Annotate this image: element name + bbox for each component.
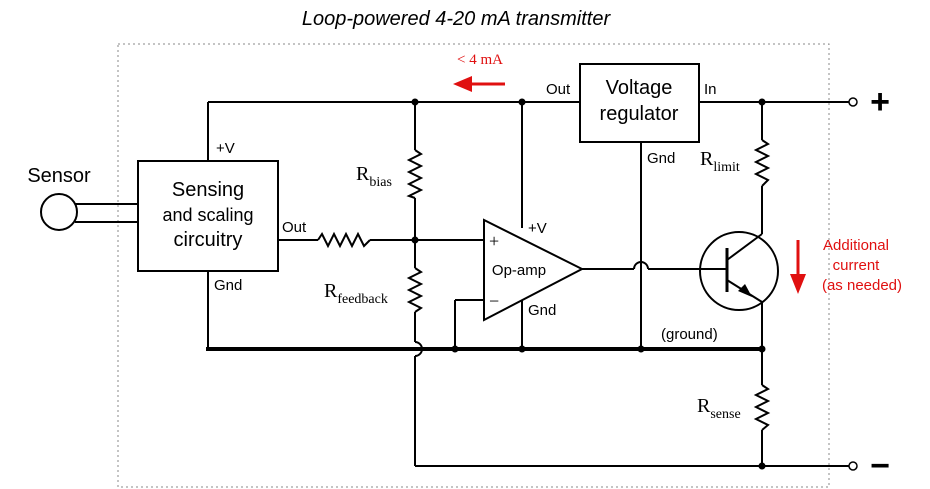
opamp-minus-label: −	[489, 291, 499, 311]
r-bias-label: Rbias	[356, 163, 392, 190]
terminal-plus-node	[848, 97, 858, 107]
small-current-label: < 4 mA	[457, 52, 503, 68]
opamp-gnd-label: Gnd	[528, 302, 556, 319]
opamp-plus-label: +	[489, 231, 499, 251]
input-resistor	[317, 231, 371, 249]
r-feedback-label: Rfeedback	[324, 280, 388, 307]
sensing-label-3: circuitry	[174, 229, 243, 251]
sensing-label-1: Sensing	[172, 179, 244, 201]
r-sense-resistor	[753, 384, 771, 431]
additional-current-label-3: (as needed)	[822, 277, 902, 294]
small-current-arrow	[453, 76, 505, 92]
r-limit-label: Rlimit	[700, 148, 740, 175]
op-amp	[483, 218, 585, 322]
sensor-symbol	[40, 193, 78, 231]
vreg-label-1: Voltage	[606, 77, 673, 99]
vreg-in-label: In	[704, 81, 717, 98]
terminal-minus-label: −	[870, 447, 890, 485]
sensing-label-2: and scaling	[162, 205, 253, 225]
voltage-regulator-box	[579, 63, 700, 143]
terminal-minus-node	[848, 461, 858, 471]
r-feedback-resistor	[406, 267, 424, 313]
vreg-out-label: Out	[546, 81, 571, 98]
ground-label: (ground)	[661, 326, 718, 343]
sensor-label: Sensor	[27, 165, 91, 187]
sensing-gnd-label: Gnd	[214, 277, 242, 294]
vreg-gnd-label: Gnd	[647, 150, 675, 167]
terminal-plus-label: +	[870, 83, 890, 121]
sensing-vplus-label: +V	[216, 140, 235, 157]
transmitter-enclosure	[117, 43, 830, 488]
opamp-label: Op-amp	[492, 262, 546, 279]
r-limit-resistor	[753, 139, 771, 187]
diagram-title: Loop-powered 4-20 mA transmitter	[302, 8, 612, 30]
additional-current-arrow	[790, 240, 806, 294]
additional-current-label-2: current	[833, 257, 881, 274]
additional-current-label-1: Additional	[823, 237, 889, 254]
transistor	[699, 231, 779, 311]
r-bias-resistor	[406, 149, 424, 199]
vreg-label-2: regulator	[600, 103, 679, 125]
sensing-scaling-box	[137, 160, 279, 272]
sensing-out-label: Out	[282, 219, 307, 236]
opamp-vplus-label: +V	[528, 220, 547, 237]
r-sense-label: Rsense	[697, 395, 741, 422]
